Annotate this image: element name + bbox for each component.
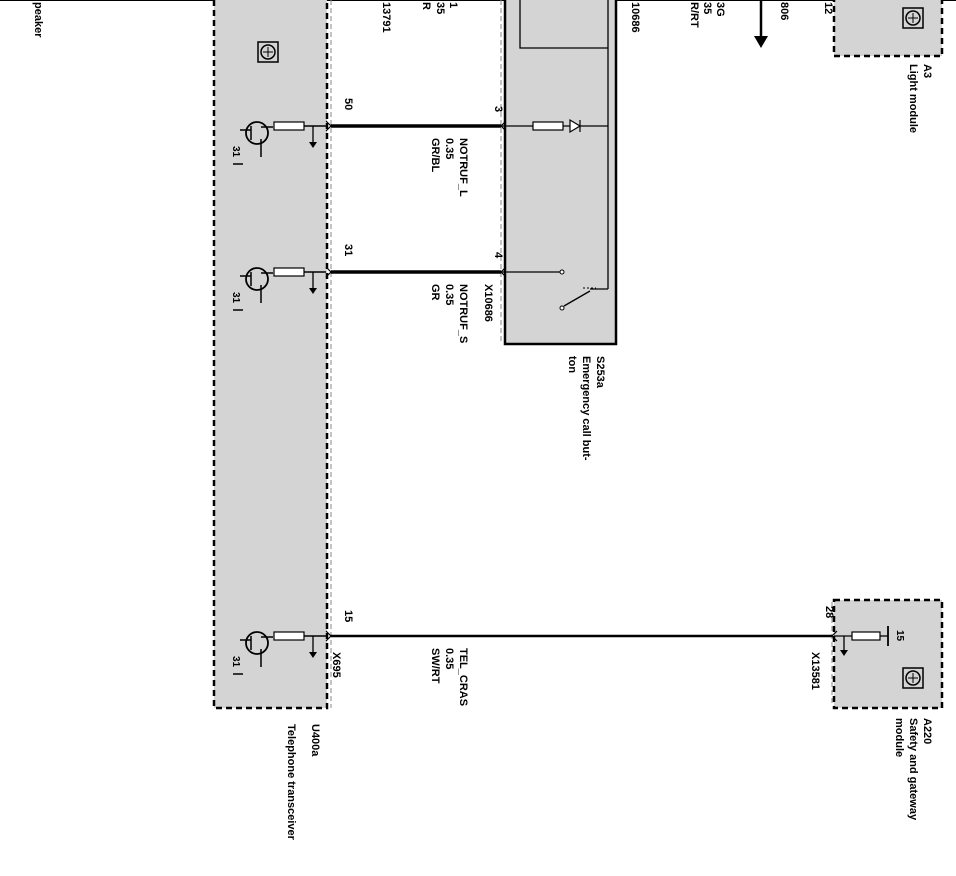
wire-3-color: SW/RT (429, 648, 441, 684)
telephone-connector-label: X695 (330, 652, 342, 678)
emergency-button-id-label: S253a (594, 356, 606, 389)
arrow-down-icon (754, 36, 768, 48)
telephone-transistor-3 (233, 631, 326, 675)
telephone-ground-1-label: 31 (230, 146, 241, 158)
wire-notruf-l (325, 120, 507, 132)
fragment-a-3: R (420, 2, 432, 10)
emergency-led-icon (569, 118, 582, 134)
emergency-button-name-line1: Emergency call but- (580, 356, 592, 461)
gateway-ground-label: 15 (894, 630, 905, 642)
light-module (832, 0, 944, 58)
emergency-button-name-line2: ton (566, 356, 578, 373)
wire-2-pin-right: 4 (492, 252, 504, 259)
telephone-name-label: Telephone transceiver (285, 724, 297, 841)
emergency-button-box (503, 0, 618, 346)
telephone-transistor-2 (233, 267, 326, 311)
telephone-transistor-1 (233, 121, 326, 165)
fragment-c-2: 35 (701, 2, 713, 14)
telephone-id-label: U400a (309, 724, 321, 757)
wire-1-size: 0.35 (443, 138, 455, 159)
wire-3-size: 0.35 (443, 648, 455, 669)
safety-gateway-connector-label: X13581 (809, 652, 821, 690)
light-module-name-label: Light module (907, 64, 919, 133)
wire-2-signal: NOTRUF_S (457, 284, 469, 343)
telephone-transceiver-module (212, 0, 332, 710)
telephone-transceiver-box (212, 0, 329, 710)
safety-gateway-box (832, 598, 944, 710)
fragment-c-3: R/RT (688, 2, 700, 28)
fragment-c-1: 3G (714, 2, 726, 17)
fragment-d-wire: 806 (778, 2, 790, 20)
fragment-a-connector: 13791 (380, 2, 392, 33)
safety-gateway-name-line2: module (893, 718, 905, 757)
speaker-fragment-label: peaker (32, 2, 44, 38)
light-module-icon (902, 7, 924, 29)
fragment-a-1: 1 (447, 2, 459, 8)
wire-1-pin-right: 3 (492, 106, 504, 112)
safety-gateway-module (831, 598, 944, 710)
fragment-b-connector: 10686 (629, 2, 641, 33)
wire-3-pin-left: 15 (342, 610, 354, 622)
light-module-id-label: A3 (921, 64, 933, 78)
safety-gateway-icon (902, 667, 924, 689)
light-module-box (832, 0, 944, 58)
wire-2-pin-left: 31 (342, 244, 354, 256)
telephone-ground-2-label: 31 (230, 292, 241, 304)
wire-tel-cras (325, 630, 838, 642)
safety-gateway-id-label: A220 (921, 718, 933, 744)
wire-1-pin-left: 50 (342, 98, 354, 110)
wire-1-signal: NOTRUF_L (457, 138, 469, 197)
fragment-a-2: 35 (434, 2, 446, 14)
wire-2-size: 0.35 (443, 284, 455, 305)
wire-3-pin-right: 28 (823, 606, 835, 618)
emergency-call-button-module (500, 0, 618, 346)
wire-1-color: GR/BL (429, 138, 441, 173)
emergency-connector-label: X10686 (482, 284, 494, 322)
telephone-ground-3-label: 31 (230, 656, 241, 668)
telephone-module-icon (257, 41, 279, 63)
safety-gateway-name-line1: Safety and gateway (907, 718, 919, 821)
wire-3-signal: TEL_CRAS (457, 648, 469, 706)
emergency-switch-contact (563, 290, 591, 307)
fragment-e-pin: 12 (822, 2, 834, 14)
wire-notruf-s (325, 266, 507, 278)
wire-2-color: GR (429, 284, 441, 301)
